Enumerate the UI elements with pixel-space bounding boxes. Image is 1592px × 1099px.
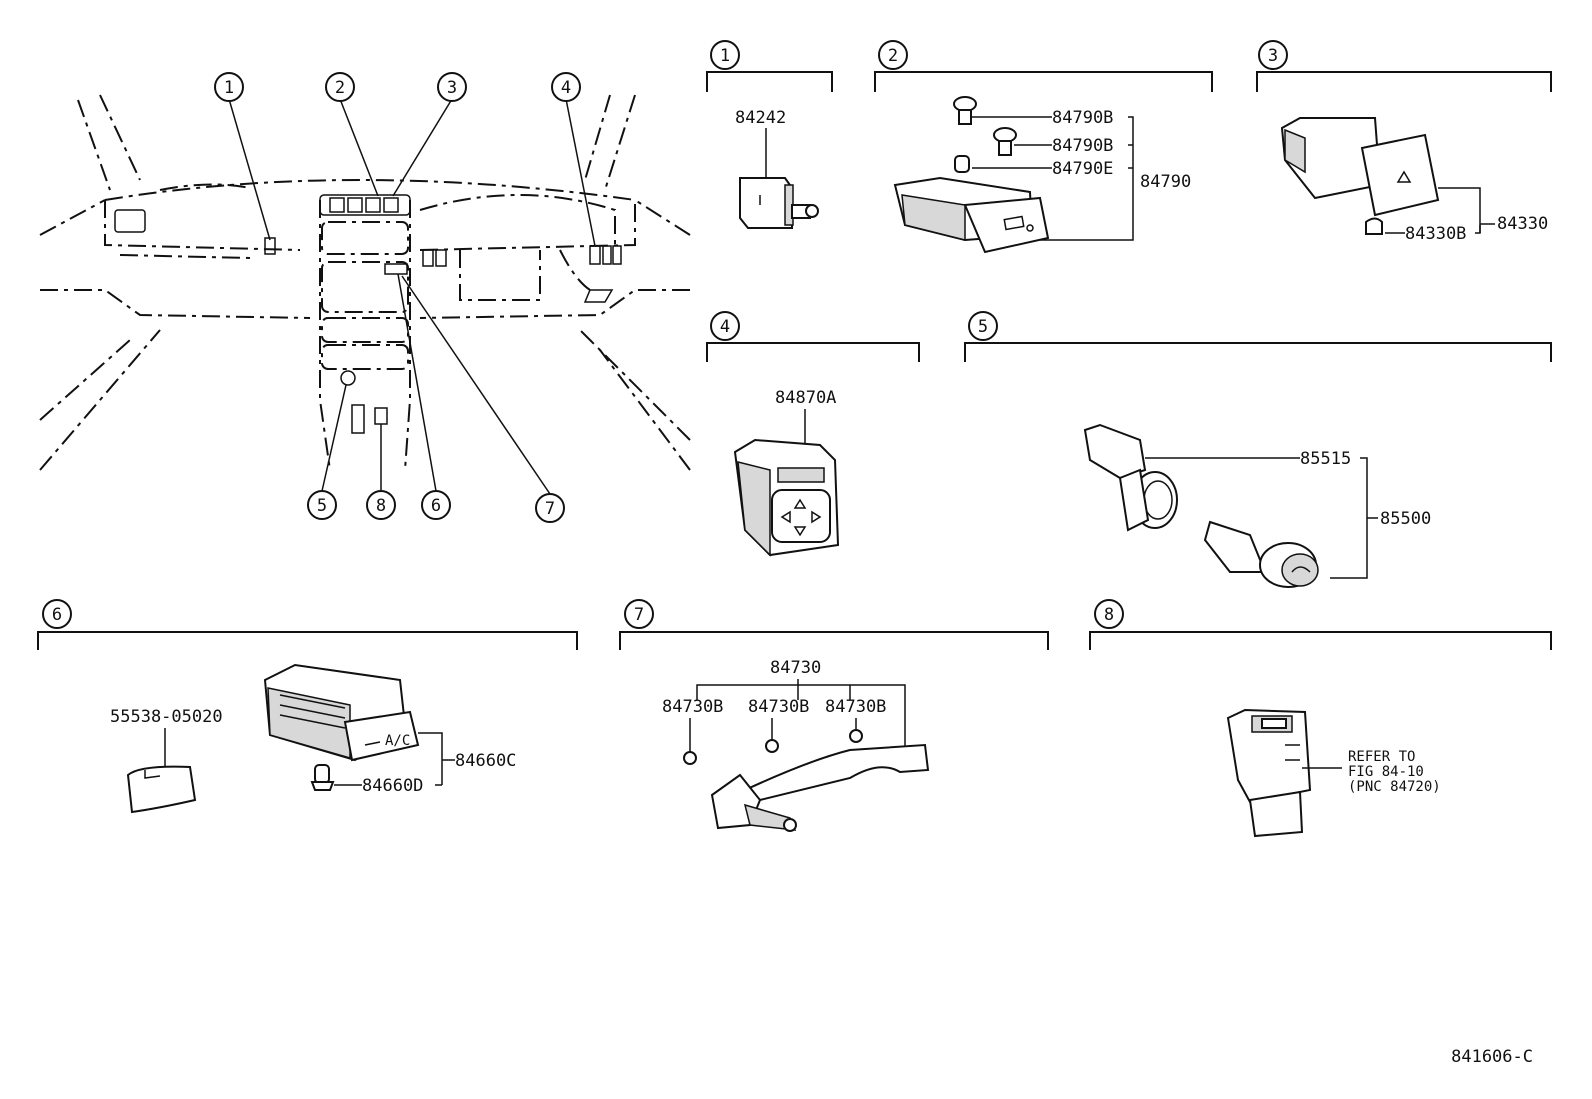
- part-84790B-1: 84790B: [1052, 108, 1113, 128]
- section-3: 3 84330 84330B: [1256, 40, 1552, 244]
- part-84330: 84330: [1497, 214, 1548, 234]
- part-84730B-3: 84730B: [825, 697, 886, 717]
- section-4-number: 4: [720, 317, 730, 337]
- refer-line-3: (PNC 84720): [1348, 779, 1441, 795]
- part-84330B: 84330B: [1405, 224, 1466, 244]
- callout-2: 2: [335, 78, 345, 98]
- section-1: 1 84242: [706, 40, 833, 229]
- callout-1: 1: [224, 78, 234, 98]
- part-84730: 84730: [770, 658, 821, 678]
- part-84870A: 84870A: [775, 388, 836, 408]
- part-84242: 84242: [735, 108, 786, 128]
- section-1-number: 1: [720, 46, 730, 66]
- section-6: 6 55538-05020 A/C 84660C 84660D: [37, 599, 578, 814]
- callout-6: 6: [431, 496, 441, 516]
- section-8: 8 REFER TO FIG 84-10 (PNC 84720): [1089, 599, 1552, 838]
- part-85515: 85515: [1300, 449, 1351, 469]
- part-84730B-1: 84730B: [662, 697, 723, 717]
- part-84660C: 84660C: [455, 751, 516, 771]
- callout-3: 3: [447, 78, 457, 98]
- section-3-number: 3: [1268, 46, 1278, 66]
- section-5-number: 5: [978, 317, 988, 337]
- section-7-number: 7: [634, 605, 644, 625]
- part-55538-05020: 55538-05020: [110, 707, 223, 727]
- part-84790E: 84790E: [1052, 159, 1113, 179]
- part-84790B-2: 84790B: [1052, 136, 1113, 156]
- section-2: 2 84790B 84790B 84790E 84790: [874, 40, 1213, 254]
- section-2-number: 2: [888, 46, 898, 66]
- section-4: 4 84870A: [706, 311, 920, 557]
- part-84790: 84790: [1140, 172, 1191, 192]
- part-85500: 85500: [1380, 509, 1431, 529]
- section-7: 7 84730 84730B 84730B 84730B: [619, 599, 1049, 832]
- part-84660D: 84660D: [362, 776, 423, 796]
- callout-5: 5: [317, 496, 327, 516]
- callout-7: 7: [545, 499, 555, 519]
- section-8-number: 8: [1104, 605, 1114, 625]
- callout-4: 4: [561, 78, 571, 98]
- ac-label: A/C: [385, 733, 410, 749]
- section-5: 5 85515 85500: [964, 311, 1552, 588]
- section-6-number: 6: [52, 605, 62, 625]
- part-84730B-2: 84730B: [748, 697, 809, 717]
- diagram-reference: 841606-C: [1451, 1047, 1533, 1067]
- dashboard-overview: 1 2 3 4 5 8 6 7: [39, 72, 691, 523]
- refer-line-1: REFER TO: [1348, 749, 1415, 765]
- callout-8: 8: [376, 496, 386, 516]
- refer-line-2: FIG 84-10: [1348, 764, 1424, 780]
